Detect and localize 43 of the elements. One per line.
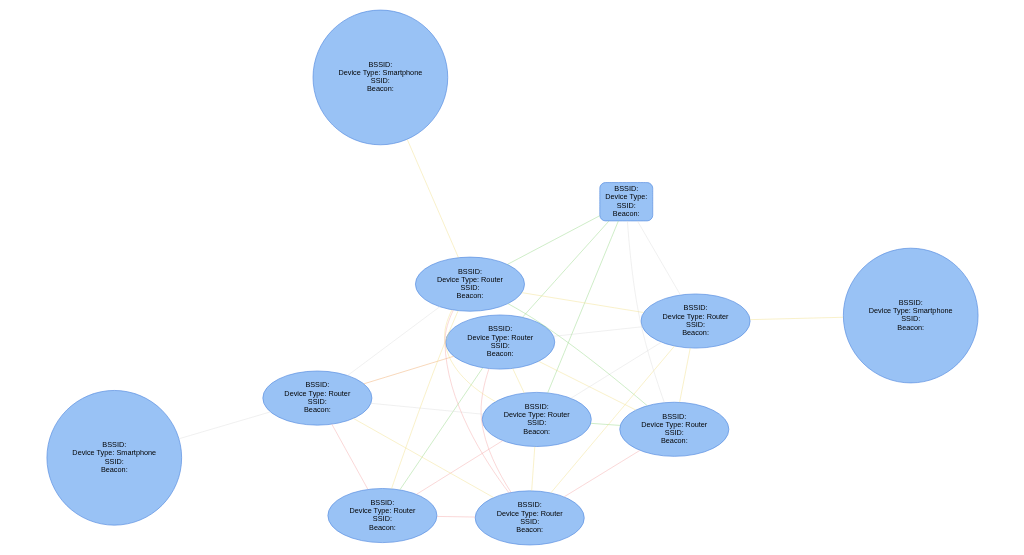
- node-circle: BSSID: Device Type: Smartphone SSID: Beacon:: [312, 9, 448, 146]
- connector: [480, 368, 511, 493]
- connector: [626, 220, 665, 403]
- connector: [547, 220, 619, 393]
- connector: [507, 303, 647, 406]
- connector: [399, 367, 483, 490]
- node-ellipse: BSSID: Device Type: Router SSID: Beacon:: [327, 488, 437, 543]
- connector: [590, 423, 620, 426]
- connector: [390, 310, 458, 490]
- connector: [444, 309, 509, 494]
- connector: [552, 326, 642, 337]
- connector: [570, 342, 662, 399]
- connector: [511, 368, 524, 394]
- node-ellipse: BSSID: Device Type: Router SSID: Beacon:: [640, 293, 750, 349]
- connector: [363, 356, 454, 385]
- connector: [506, 215, 600, 265]
- node-ellipse: BSSID: Device Type: Router SSID: Beacon:: [262, 370, 372, 426]
- connector: [530, 446, 535, 491]
- connector: [352, 418, 494, 498]
- connector: [436, 516, 475, 518]
- node-box: BSSID: Device Type: SSID: Beacon:: [598, 182, 653, 222]
- connector: [563, 450, 640, 498]
- node-ellipse: BSSID: Device Type: Router SSID: Beacon:: [444, 314, 555, 370]
- connector: [521, 220, 609, 318]
- connector: [370, 403, 483, 415]
- node-ellipse: BSSID: Device Type: Router SSID: Beacon:: [474, 490, 585, 546]
- node-circle: BSSID: Device Type: Smartphone SSID: Beacon:: [46, 390, 182, 526]
- node-circle: BSSID: Device Type: Smartphone SSID: Beacon:: [842, 247, 978, 384]
- connector: [406, 139, 459, 258]
- connector: [550, 345, 675, 493]
- connector: [521, 292, 644, 313]
- connector: [537, 361, 636, 411]
- connector: [346, 306, 440, 376]
- connector: [443, 309, 496, 402]
- connector: [636, 220, 681, 296]
- connector: [678, 347, 690, 403]
- connector: [331, 424, 368, 490]
- connector: [415, 440, 503, 495]
- node-ellipse: BSSID: Device Type: Router SSID: Beacon:: [618, 401, 729, 457]
- connector: [178, 411, 271, 439]
- node-ellipse: BSSID: Device Type: Router SSID: Beacon:: [414, 256, 525, 312]
- node-ellipse: BSSID: Device Type: Router SSID: Beacon:: [481, 392, 592, 447]
- connector: [749, 317, 843, 320]
